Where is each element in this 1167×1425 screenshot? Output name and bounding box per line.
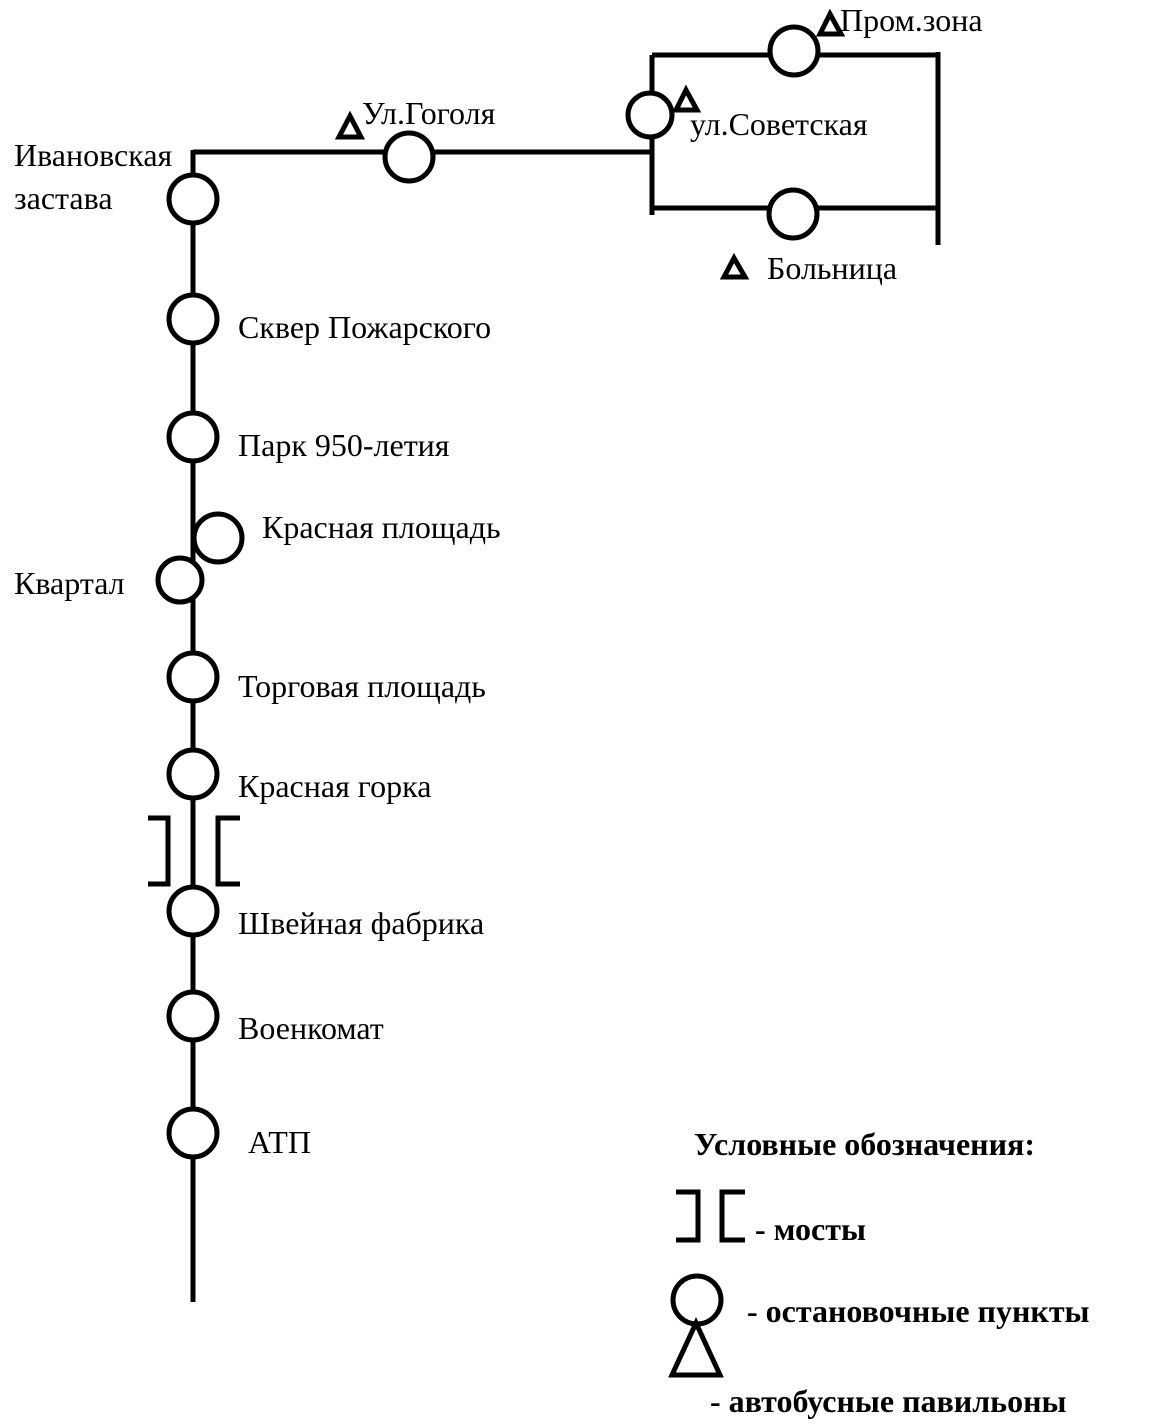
legend-title: Условные обозначения: [694, 1126, 1035, 1162]
label-skver: Сквер Пожарского [238, 309, 491, 345]
label-promzona: Пром.зона [840, 2, 983, 38]
label-krasnaya-ploshchad: Красная площадь [262, 509, 501, 545]
pavilion-triangle-gogolya [334, 110, 366, 140]
label-voenkomat: Военкомат [238, 1010, 384, 1046]
label-gogolya: Ул.Гоголя [362, 95, 496, 131]
legend-pavilions-label: - автобусные павильоны [710, 1383, 1067, 1419]
legend-bridge-left-icon [676, 1189, 701, 1243]
legend-stops-label: - остановочные пункты [747, 1293, 1090, 1329]
bridge-left-bracket [148, 815, 171, 887]
stop-circle-sovetskaya [625, 90, 675, 140]
legend: Условные обозначения: - мосты - останово… [668, 1126, 1090, 1419]
stop-circle-krasnaya-gorka [166, 747, 220, 801]
stop-circle-atp [166, 1106, 220, 1160]
stop-circle-park [166, 410, 220, 464]
label-krasnaya-gorka: Красная горка [238, 768, 431, 804]
label-torgovaya: Торговая площадь [238, 668, 486, 704]
legend-bridge-right-icon [719, 1189, 745, 1243]
label-bolnitsa: Больница [767, 250, 897, 286]
stop-circle-gogolya [382, 130, 436, 184]
label-ivanovskaya-2: застава [14, 180, 113, 216]
stop-circle-krasnaya-ploshchad [191, 511, 245, 565]
stop-circle-kvartal [155, 555, 205, 605]
label-atp: АТП [248, 1124, 311, 1160]
legend-stop-circle-icon [670, 1273, 724, 1327]
pavilion-triangle-bolnitsa [719, 252, 750, 280]
stop-circle-promzona [767, 24, 821, 78]
label-kvartal: Квартал [14, 565, 125, 601]
stop-circle-torgovaya [166, 650, 220, 704]
label-sovetskaya: ул.Советская [690, 106, 868, 142]
pavilion-triangle-sovetskaya [671, 84, 702, 113]
legend-pavilion-triangle-icon [668, 1317, 724, 1378]
stop-circle-skver [166, 292, 220, 346]
pavilion-triangle-promzona [815, 8, 846, 37]
stop-circle-voenkomat [166, 989, 220, 1043]
label-shveynaya: Швейная фабрика [238, 905, 484, 941]
stop-circle-bolnitsa [766, 187, 820, 241]
label-park: Парк 950-летия [238, 427, 450, 463]
legend-bridges-label: - мосты [755, 1211, 866, 1247]
label-ivanovskaya-1: Ивановская [14, 137, 173, 173]
stop-circle-shveynaya [166, 884, 220, 938]
bridge-right-bracket [215, 815, 240, 887]
stop-circle-ivanovskaya [166, 172, 220, 226]
